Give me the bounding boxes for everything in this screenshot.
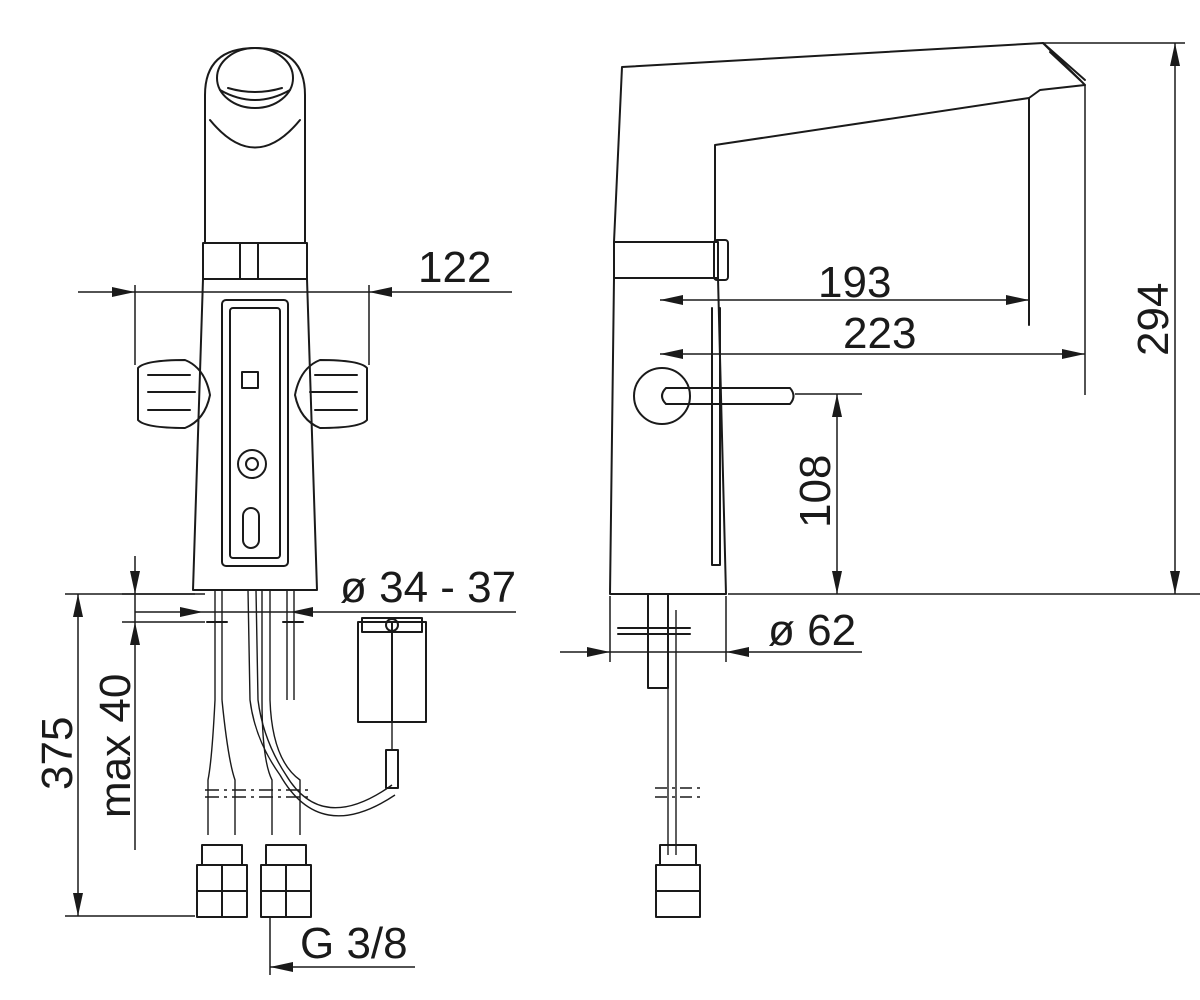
front-collar (202, 242, 308, 280)
dim-max40: max 40 (91, 556, 205, 850)
dim-sleeve-label: ø 34 - 37 (340, 563, 516, 612)
front-hoses (205, 589, 396, 835)
dim-max40-label: max 40 (91, 674, 140, 818)
dim-108: 108 (791, 393, 862, 594)
dim-223: 223 (660, 85, 1086, 395)
dim-sleeve: ø 34 - 37 (135, 563, 516, 617)
side-body (609, 277, 727, 595)
front-fitting-left (196, 844, 248, 918)
side-stem (617, 593, 705, 918)
front-body (192, 278, 318, 591)
front-fitting-right (260, 844, 312, 918)
dim-108-label: 108 (791, 455, 840, 528)
dim-375-label: 375 (33, 717, 82, 790)
side-view: 193 223 294 108 (560, 42, 1200, 918)
side-collar (613, 239, 729, 281)
dim-62: ø 62 (560, 596, 862, 662)
dim-193-label: 193 (818, 258, 891, 307)
dim-193: 193 (660, 258, 1029, 307)
front-knob-left (137, 359, 211, 429)
dim-thread-label: G 3/8 (300, 919, 408, 968)
dim-122: 122 (78, 243, 512, 365)
dim-62-label: ø 62 (768, 606, 856, 655)
front-spout (204, 47, 306, 244)
dim-375: 375 (33, 593, 195, 917)
front-knob-right (294, 359, 368, 429)
dim-122-label: 122 (418, 243, 491, 292)
side-lever (633, 367, 795, 425)
front-view: 122 ø 34 - 37 max 40 375 (33, 47, 516, 975)
dim-294-label: 294 (1129, 283, 1178, 356)
sensor-box (357, 617, 427, 789)
dim-thread: G 3/8 (269, 917, 415, 975)
dim-294: 294 (728, 42, 1200, 595)
dim-223-label: 223 (843, 309, 916, 358)
